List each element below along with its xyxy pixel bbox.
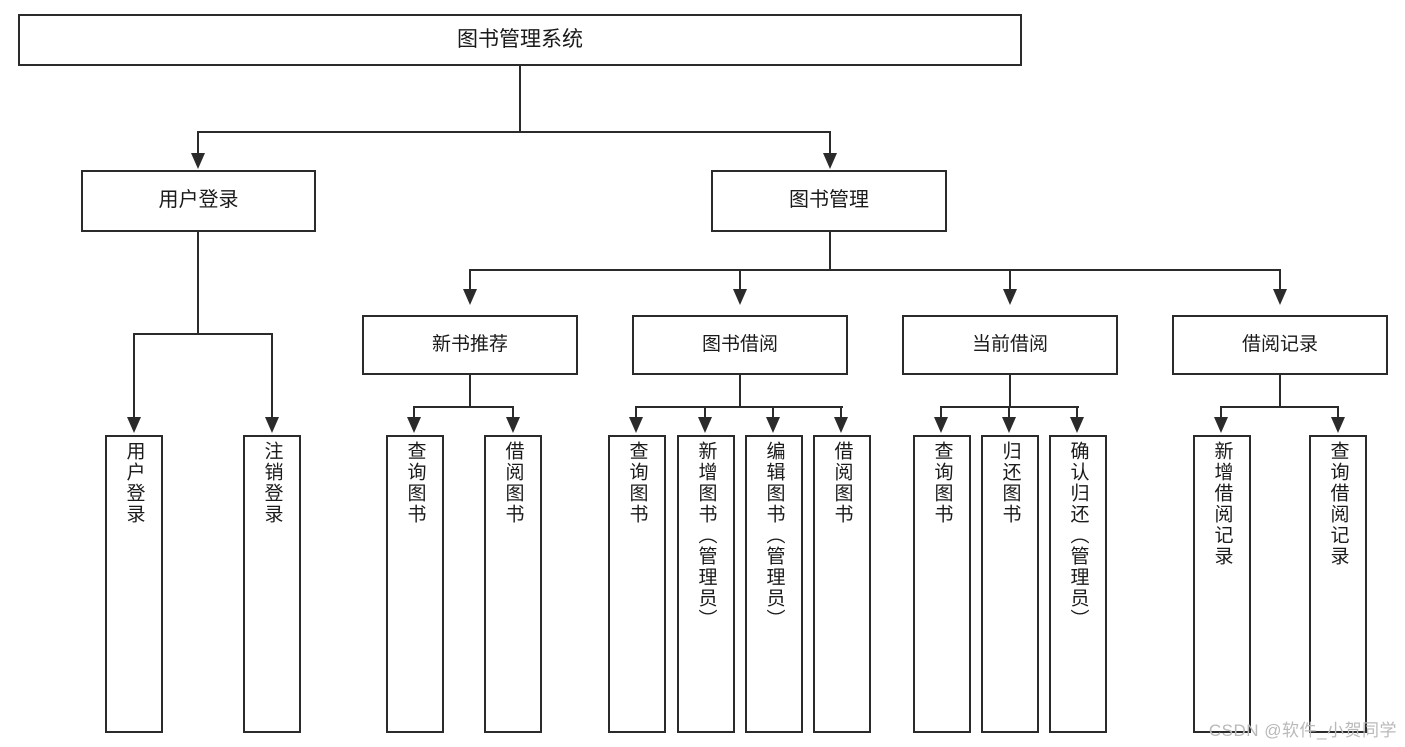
node-label: 图书管理系统 [457, 27, 583, 51]
connector-bb-leaf-4 [840, 406, 842, 419]
connector-bb-leaf-1 [635, 406, 637, 419]
connector-level2-bus [197, 131, 831, 133]
leaf-label: 确认归还（管理员） [1067, 441, 1089, 630]
leaf-borrow-book-nbr[interactable]: 借阅图书 [484, 435, 542, 733]
arrow-br-leaf-2 [1331, 417, 1345, 433]
leaf-query-book-nbr[interactable]: 查询图书 [386, 435, 444, 733]
node-book-management[interactable]: 图书管理 [711, 170, 947, 232]
connector-cb-leaf-3 [1076, 406, 1078, 419]
leaf-edit-book-admin[interactable]: 编辑图书（管理员） [745, 435, 803, 733]
arrow-cb-leaf-2 [1002, 417, 1016, 433]
arrow-user-login-leaf-2 [265, 417, 279, 433]
arrow-to-book-management [823, 153, 837, 169]
node-label: 图书管理 [789, 189, 869, 212]
connector-borrow-record-bus [1221, 406, 1339, 408]
node-label: 用户登录 [158, 189, 239, 212]
node-root-book-management-system[interactable]: 图书管理系统 [18, 14, 1022, 66]
leaf-label: 借阅图书 [502, 441, 524, 525]
arrow-cb-leaf-1 [934, 417, 948, 433]
connector-br-leaf-2 [1337, 406, 1339, 419]
leaf-label: 查询图书 [931, 441, 953, 525]
connector-book-management-stem [829, 232, 831, 270]
connector-bb-leaf-3 [772, 406, 774, 419]
node-current-borrow[interactable]: 当前借阅 [902, 315, 1118, 375]
leaf-label: 借阅图书 [831, 441, 853, 525]
connector-to-user-login [197, 131, 199, 155]
leaf-confirm-return-admin[interactable]: 确认归还（管理员） [1049, 435, 1107, 733]
node-borrow-record[interactable]: 借阅记录 [1172, 315, 1388, 375]
node-label: 当前借阅 [971, 333, 1048, 355]
leaf-label: 查询借阅记录 [1327, 441, 1349, 567]
arrow-br-leaf-1 [1214, 417, 1228, 433]
connector-cb-leaf-2 [1008, 406, 1010, 419]
leaf-borrow-book-bb[interactable]: 借阅图书 [813, 435, 871, 733]
arrow-nbr-leaf-2 [506, 417, 520, 433]
leaf-logout[interactable]: 注销登录 [243, 435, 301, 733]
connector-to-book-borrow [739, 269, 741, 291]
leaf-query-book-bb[interactable]: 查询图书 [608, 435, 666, 733]
connector-nbr-leaf-1 [413, 406, 415, 419]
connector-bb-leaf-2 [704, 406, 706, 419]
connector-to-new-book-recommend [469, 269, 471, 291]
connector-cb-leaf-1 [940, 406, 942, 419]
connector-book-borrow-bus [636, 406, 843, 408]
connector-new-book-recommend-stem [469, 375, 471, 408]
connector-nbr-leaf-2 [512, 406, 514, 419]
arrow-bb-leaf-2 [698, 417, 712, 433]
leaf-label: 注销登录 [261, 441, 283, 525]
leaf-user-login[interactable]: 用户登录 [105, 435, 163, 733]
arrow-to-book-borrow [733, 289, 747, 305]
leaf-add-borrow-record[interactable]: 新增借阅记录 [1193, 435, 1251, 733]
arrow-bb-leaf-3 [766, 417, 780, 433]
arrow-to-new-book-recommend [463, 289, 477, 305]
node-label: 新书推荐 [431, 333, 508, 355]
arrow-to-user-login [191, 153, 205, 169]
node-new-book-recommend[interactable]: 新书推荐 [362, 315, 578, 375]
arrow-bb-leaf-1 [629, 417, 643, 433]
leaf-label: 查询图书 [404, 441, 426, 525]
arrow-bb-leaf-4 [834, 417, 848, 433]
node-user-login[interactable]: 用户登录 [81, 170, 316, 232]
arrow-to-current-borrow [1003, 289, 1017, 305]
node-label: 图书借阅 [701, 333, 778, 355]
leaf-label: 新增图书（管理员） [695, 441, 717, 630]
leaf-label: 归还图书 [999, 441, 1021, 525]
leaf-label: 查询图书 [626, 441, 648, 525]
node-label: 借阅记录 [1241, 333, 1318, 355]
connector-to-current-borrow [1009, 269, 1011, 291]
arrow-cb-leaf-3 [1070, 417, 1084, 433]
connector-user-login-leaf-2 [271, 333, 273, 419]
leaf-return-book[interactable]: 归还图书 [981, 435, 1039, 733]
arrow-user-login-leaf-1 [127, 417, 141, 433]
connector-book-borrow-stem [739, 375, 741, 408]
leaf-query-borrow-record[interactable]: 查询借阅记录 [1309, 435, 1367, 733]
connector-level3-bus [469, 269, 1281, 271]
leaf-query-book-cb[interactable]: 查询图书 [913, 435, 971, 733]
node-book-borrow[interactable]: 图书借阅 [632, 315, 848, 375]
connector-root-stem [519, 66, 521, 132]
arrow-nbr-leaf-1 [407, 417, 421, 433]
connector-user-login-bus [134, 333, 273, 335]
connector-current-borrow-bus [941, 406, 1079, 408]
connector-new-book-recommend-bus [414, 406, 514, 408]
connector-to-book-management [829, 131, 831, 155]
connector-to-borrow-record [1279, 269, 1281, 291]
connector-user-login-leaf-1 [133, 333, 135, 419]
connector-user-login-stem [197, 232, 199, 334]
leaf-label: 用户登录 [123, 441, 145, 525]
arrow-to-borrow-record [1273, 289, 1287, 305]
connector-current-borrow-stem [1009, 375, 1011, 408]
leaf-label: 新增借阅记录 [1211, 441, 1233, 567]
leaf-label: 编辑图书（管理员） [763, 441, 785, 630]
connector-br-leaf-1 [1220, 406, 1222, 419]
leaf-add-book-admin[interactable]: 新增图书（管理员） [677, 435, 735, 733]
connector-borrow-record-stem [1279, 375, 1281, 408]
